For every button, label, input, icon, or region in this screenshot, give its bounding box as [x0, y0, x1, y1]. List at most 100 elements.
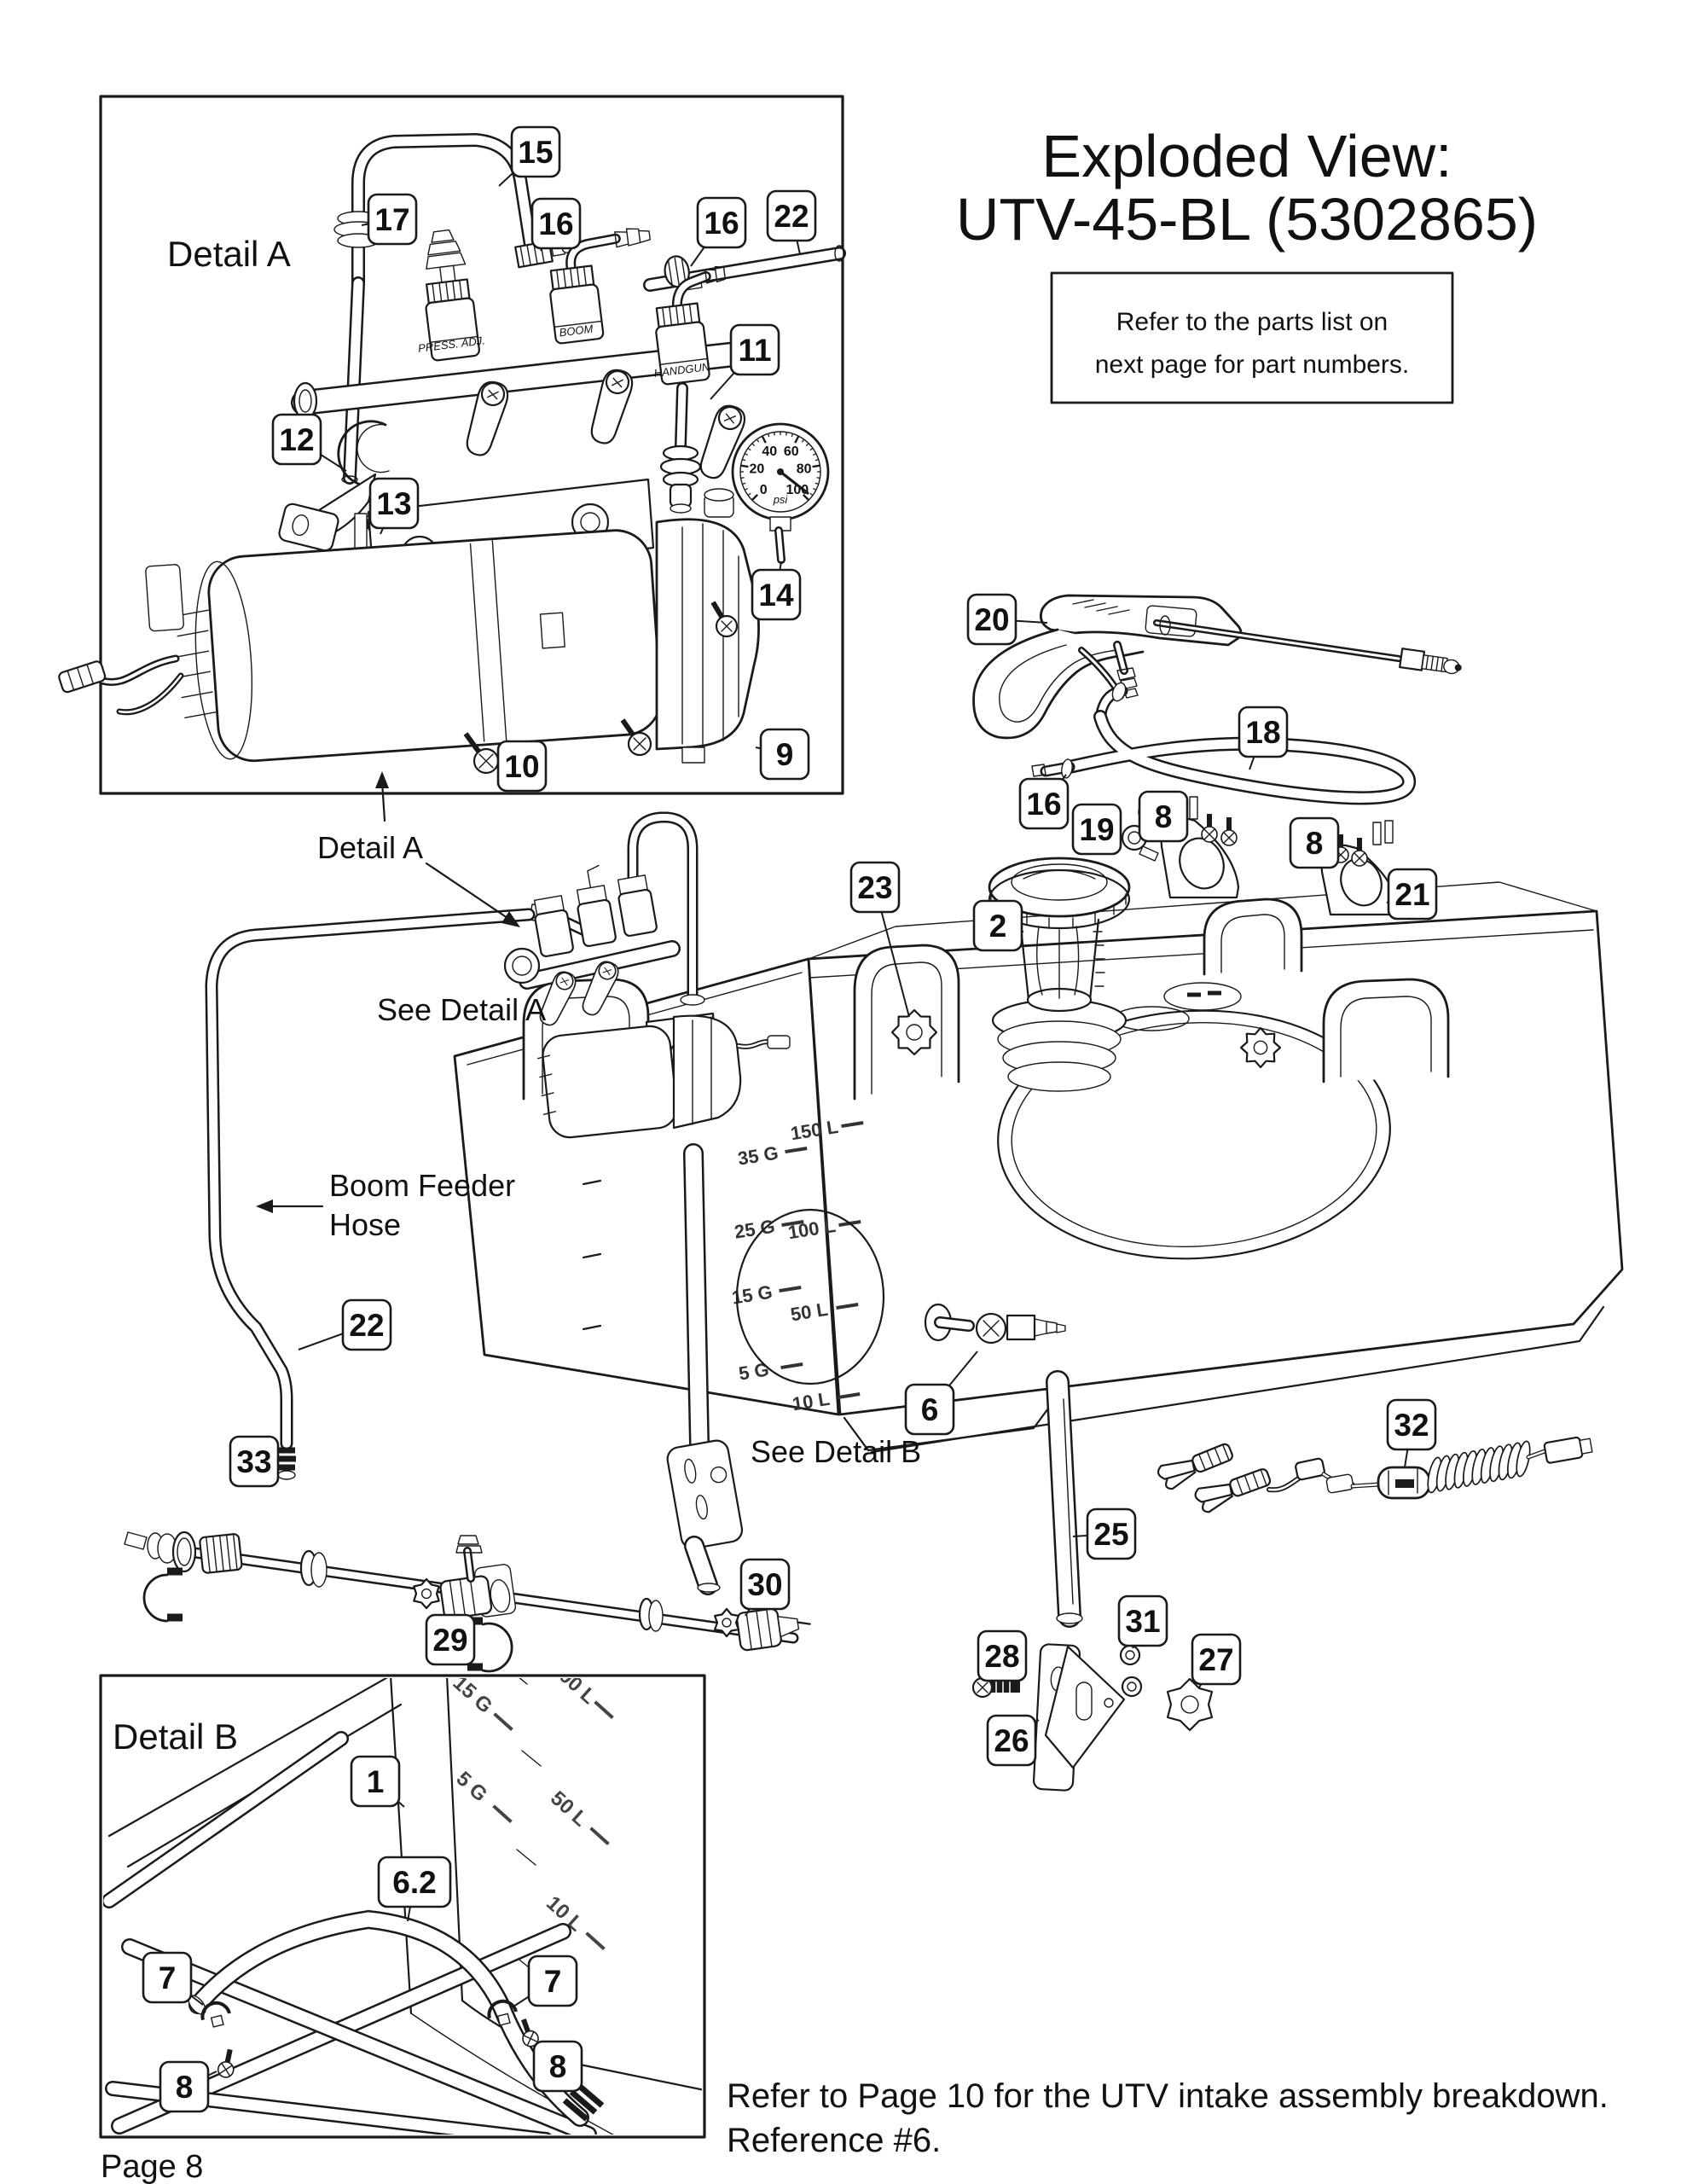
svg-text:21: 21: [1394, 877, 1429, 912]
see-detail-a-label: See Detail A: [377, 992, 546, 1027]
spray-gun-art: [972, 594, 1462, 740]
boom-feeder-hose-label-line1: Boom Feeder: [329, 1168, 515, 1203]
callout-16: 16: [530, 197, 582, 250]
callout-22: 22: [341, 1298, 392, 1351]
svg-text:10: 10: [504, 749, 539, 784]
callout-31: 31: [1117, 1594, 1168, 1647]
svg-text:32: 32: [1394, 1408, 1429, 1443]
svg-text:8: 8: [176, 2070, 194, 2105]
svg-text:12: 12: [279, 422, 314, 457]
callout-33: 33: [229, 1435, 280, 1488]
svg-text:25: 25: [1093, 1517, 1128, 1552]
bracket-art: [1160, 796, 1399, 916]
boom-feeder-hose-art: [205, 908, 536, 1480]
svg-text:5 G: 5 G: [737, 1358, 770, 1384]
callout-6.2: 6.2: [377, 1856, 452, 1908]
svg-text:8: 8: [1155, 799, 1173, 834]
svg-text:9: 9: [776, 737, 794, 772]
callout-1: 1: [350, 1755, 401, 1808]
callout-14: 14: [751, 568, 802, 621]
callout-15: 15: [510, 125, 561, 178]
tank-scale-mark: 5 G: [737, 1358, 803, 1385]
callout-11: 11: [729, 323, 780, 376]
detail-a-pointer-label: Detail A: [317, 830, 423, 865]
callout-29: 29: [425, 1613, 476, 1666]
ref-note-line1: Refer to Page 10 for the UTV intake asse…: [727, 2077, 1609, 2115]
gauge-number-20: 20: [749, 462, 764, 477]
svg-text:13: 13: [376, 486, 411, 521]
svg-text:2: 2: [989, 909, 1007, 944]
star-knobs: [413, 1008, 1282, 1732]
callout-28: 28: [977, 1629, 1028, 1682]
page-number: Page 8: [101, 2149, 203, 2184]
svg-text:30: 30: [747, 1567, 782, 1602]
mount-hardware-art: [971, 1643, 1143, 1792]
pointer-arrows: [256, 771, 520, 1213]
svg-text:16: 16: [704, 206, 739, 241]
svg-text:8: 8: [549, 2049, 567, 2084]
callout-7: 7: [142, 1951, 193, 2004]
svg-text:18: 18: [1245, 715, 1280, 750]
callout-6: 6: [904, 1383, 955, 1436]
callout-25: 25: [1086, 1507, 1137, 1560]
svg-text:29: 29: [432, 1623, 467, 1658]
gauge-number-40: 40: [762, 444, 777, 459]
see-detail-b-label: See Detail B: [751, 1434, 921, 1469]
svg-text:14: 14: [758, 578, 794, 613]
valve-label-boom: BOOM: [559, 322, 594, 340]
svg-text:7: 7: [544, 1964, 562, 1999]
page-title-line2: UTV-45-BL (5302865): [956, 186, 1538, 253]
see-detail-a-assembly-art: [503, 811, 791, 1139]
callout-9: 9: [759, 728, 810, 781]
boom-feeder-hose-label-line2: Hose: [329, 1207, 401, 1242]
svg-text:19: 19: [1079, 812, 1114, 847]
page-title-line1: Exploded View:: [1041, 123, 1452, 189]
svg-text:11: 11: [738, 333, 771, 368]
callout-23: 23: [849, 861, 901, 914]
callout-16: 16: [1018, 777, 1070, 830]
callout-7: 7: [527, 1955, 578, 2007]
gauge-number-80: 80: [797, 462, 812, 477]
boom-stand-art: [666, 1143, 1083, 1628]
callout-12: 12: [271, 413, 322, 466]
callout-17: 17: [367, 193, 418, 246]
svg-text:27: 27: [1198, 1642, 1233, 1677]
see-detail-b-circle: [735, 1208, 885, 1385]
svg-text:6.2: 6.2: [392, 1865, 436, 1900]
callout-18: 18: [1238, 706, 1289, 758]
callout-13: 13: [368, 477, 420, 530]
svg-text:17: 17: [374, 202, 409, 237]
svg-text:7: 7: [159, 1960, 177, 1995]
svg-text:28: 28: [984, 1639, 1019, 1674]
battery-cable-art: [1157, 1436, 1593, 1513]
svg-text:8: 8: [1306, 826, 1324, 861]
svg-text:26: 26: [994, 1723, 1029, 1758]
detail-b-header: Detail B: [113, 1716, 238, 1757]
callout-16: 16: [696, 196, 747, 249]
gauge-number-0: 0: [760, 483, 768, 497]
note-line2: next page for part numbers.: [1095, 351, 1410, 379]
callout-21: 21: [1387, 868, 1438, 921]
svg-text:1: 1: [367, 1764, 385, 1799]
callout-30: 30: [739, 1558, 791, 1611]
detail-a-header: Detail A: [167, 234, 291, 274]
gauge-number-60: 60: [784, 444, 799, 459]
svg-text:31: 31: [1125, 1604, 1160, 1639]
svg-text:33: 33: [236, 1444, 271, 1479]
callout-8: 8: [1138, 790, 1189, 843]
callout-8: 8: [532, 2040, 583, 2093]
svg-text:22: 22: [774, 199, 809, 234]
callout-32: 32: [1386, 1398, 1437, 1451]
callout-27: 27: [1191, 1633, 1242, 1686]
callout-22: 22: [766, 189, 817, 242]
svg-text:16: 16: [1026, 787, 1061, 822]
callout-10: 10: [496, 740, 548, 793]
svg-text:16: 16: [538, 206, 573, 241]
callout-26: 26: [986, 1714, 1037, 1767]
callout-8: 8: [1289, 816, 1340, 869]
